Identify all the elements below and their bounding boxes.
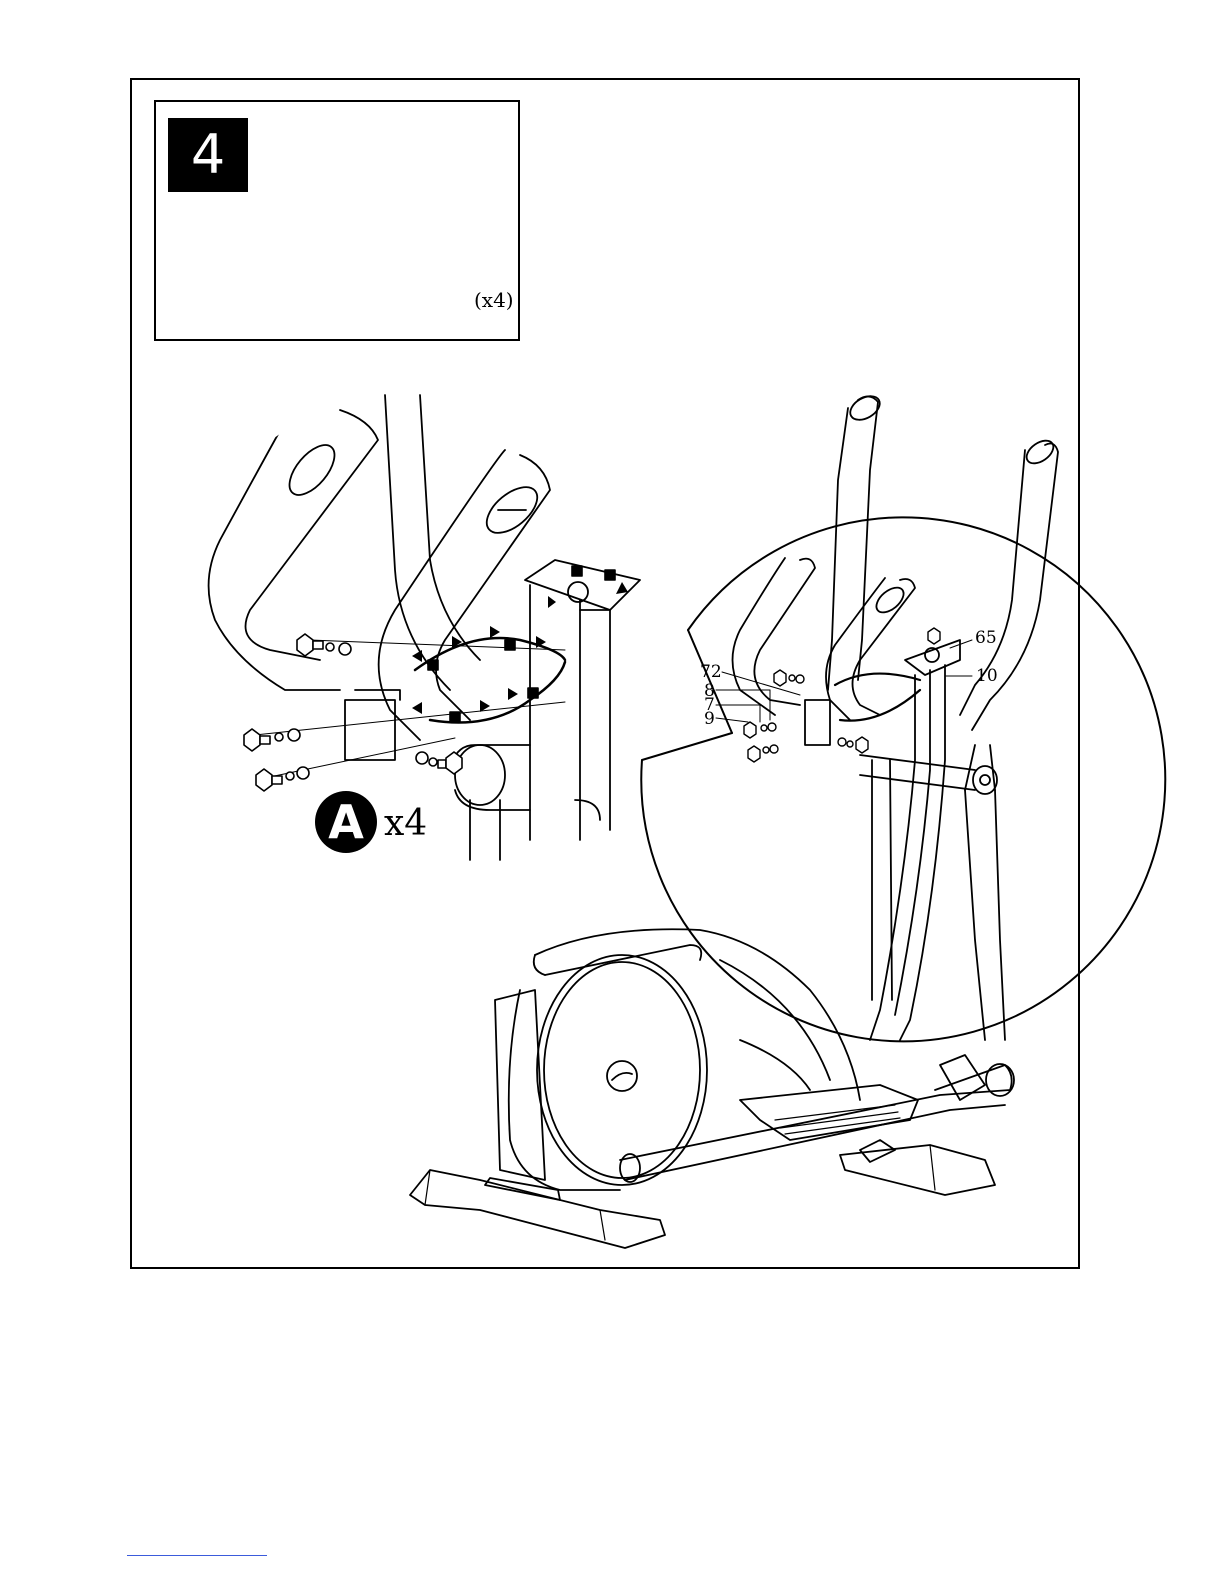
elliptical-trainer [410,391,1058,1248]
main-hardware [744,628,940,762]
callout-72: 72 [700,664,722,681]
hardware-pack-letter: A [179,268,243,326]
footer-link-line [127,1555,267,1556]
hardware-quantity: (x4) [474,288,514,312]
callout-9: 9 [704,711,715,728]
detail-hardware [244,566,615,791]
step-number: 4 [168,118,248,192]
detail-view [209,395,640,860]
detail-quantity: x4 [384,803,427,844]
callout-65: 65 [975,630,997,647]
detail-pack-letter: A [315,793,377,851]
callout-10: 10 [976,668,998,685]
